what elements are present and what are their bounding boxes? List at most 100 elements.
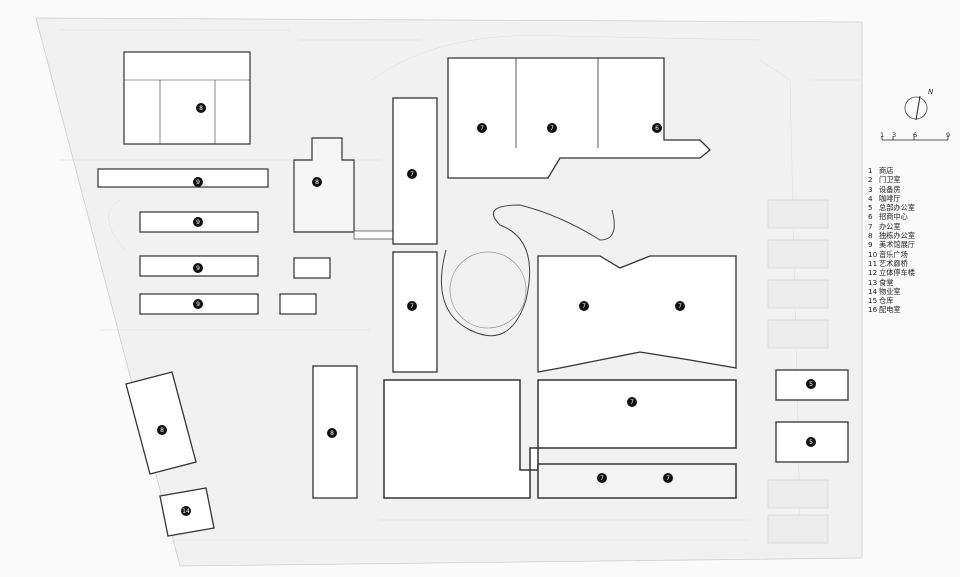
legend-item: 5 总部办公室 [868,203,915,212]
music-plaza [449,251,527,329]
legend-label: 商店 [879,166,894,175]
room-tag-marker [327,428,337,438]
room-tag-marker [312,177,322,187]
room-tag-label: 8 [315,179,319,186]
legend-item: 6 招商中心 [868,212,915,221]
office-bars-west [392,97,438,373]
scale-tick-label: 9 [946,131,951,139]
building-8-central [279,137,355,315]
north-label: N [928,88,934,96]
north-compass-icon [904,95,928,121]
legend-number: 4 [868,193,873,203]
scale-tick-label: 1 [880,131,885,139]
scale-bar [881,136,949,141]
legend-label: 音乐广场 [879,249,908,259]
room-tag-label: 7 [480,125,484,132]
room-tag-label: 7 [410,171,414,178]
legend-number: 2 [868,175,873,185]
room-tag-label: 9 [196,301,200,308]
room-tag-marker [477,123,487,133]
east-strip-lots [767,199,829,544]
room-tag-label: 8 [330,430,334,437]
legend-number: 8 [868,231,873,241]
legend-label: 食堂 [879,277,894,287]
room-tag-label: 14 [182,508,190,515]
room-tag-marker [407,169,417,179]
room-tag-marker [579,301,589,311]
room-tag-marker [663,473,673,483]
room-tag-marker [806,379,816,389]
office-block-north [447,57,711,179]
scale-tick-label: 3 [892,131,897,139]
legend-number: 1 [868,166,873,175]
room-tag-marker [547,123,557,133]
room-tag-marker [181,506,191,516]
room-tag-marker [627,397,637,407]
legend-number: 14 [868,286,878,296]
link-bridges [353,230,395,240]
room-tag-label: 9 [196,265,200,272]
legend-number: 11 [868,258,878,268]
legend-label: 办公室 [879,221,901,231]
room-tag-marker [407,301,417,311]
room-tag-label: 7 [582,303,586,310]
legend-label: 咖啡厅 [879,193,901,203]
room-tag-marker [806,437,816,447]
room-tag-label: 7 [678,303,682,310]
legend-label: 招商中心 [879,212,908,222]
legend-number: 16 [868,305,878,315]
legend-number: 5 [868,203,873,213]
legend-item: 1 商店 [868,166,915,175]
scale-tick-label: 6 [913,131,918,139]
art-bridge-path [440,204,615,337]
room-tag-marker [157,425,167,435]
room-tag-marker [675,301,685,311]
legend-label: 配电室 [879,305,901,315]
room-tag-label: 9 [196,179,200,186]
legend-label: 艺术廊桥 [879,258,908,268]
legend-number: 3 [868,184,873,194]
building-8-northwest [123,51,251,145]
room-tag-label: 7 [410,303,414,310]
legend-number: 6 [868,212,873,222]
legend-label: 总部办公室 [879,203,915,213]
legend-label: 美术馆展厅 [879,240,915,250]
legend-number: 15 [868,296,878,306]
legend-label: 设备房 [879,184,901,194]
legend-label: 立体停车楼 [879,268,915,278]
room-tag-label: 5 [809,381,813,388]
room-tag-label: 7 [666,475,670,482]
legend-item: 7 办公室 [868,222,915,231]
office-block-east [537,255,737,373]
room-tag-marker [193,217,203,227]
legend-number: 7 [868,221,873,231]
room-tag-marker [597,473,607,483]
room-tag-label: 8 [160,427,164,434]
scale-labels-block: 1 3 6 9 [880,131,960,141]
legend-number: 12 [868,268,878,278]
room-tag-label: 7 [600,475,604,482]
legend-label: 物业室 [879,286,901,296]
room-tag-marker [193,299,203,309]
legend-item: 3 设备房 [868,185,915,194]
room-tag-marker [193,263,203,273]
room-tag-label: 5 [809,439,813,446]
room-tag-label: 9 [196,219,200,226]
room-tag-label: 7 [550,125,554,132]
room-tag-marker [652,123,662,133]
legend-item: 4 咖啡厅 [868,194,915,203]
office-block-south [383,379,737,499]
legend-label: 仓库 [879,296,894,306]
